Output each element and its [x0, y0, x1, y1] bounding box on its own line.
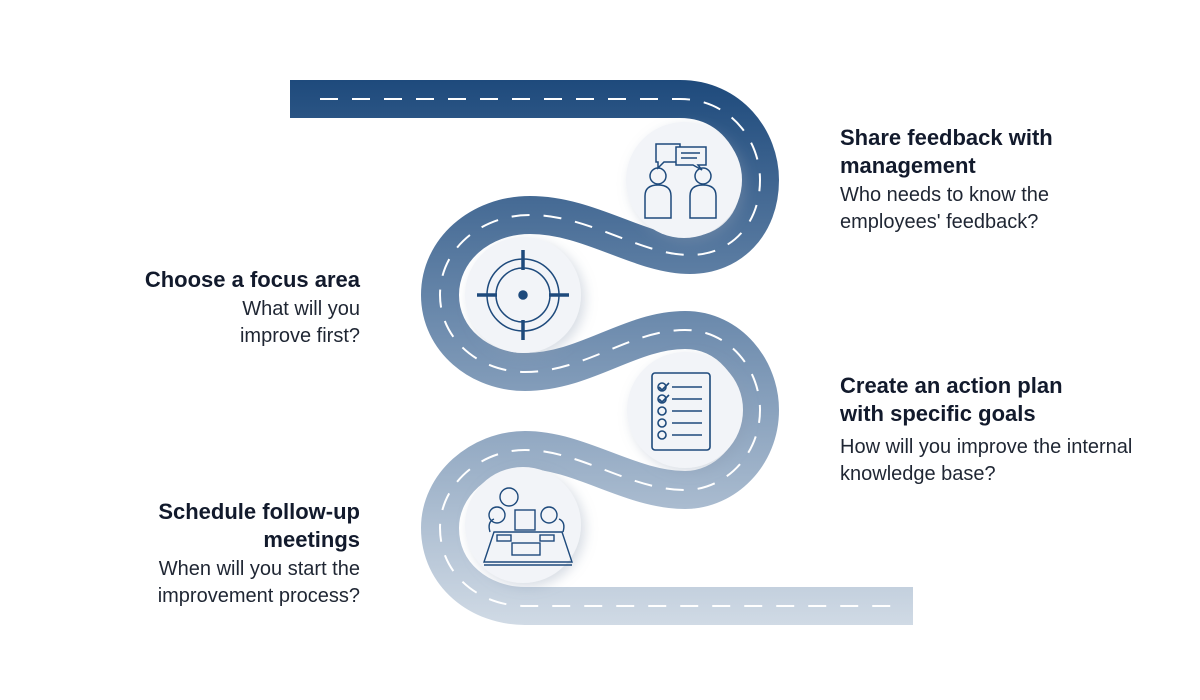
step-follow-up: Schedule follow-up meetings When will yo…: [60, 498, 360, 610]
step-description: When will you start the improvement proc…: [157, 558, 360, 607]
conversation-icon: [644, 143, 717, 219]
step-circle-4: [465, 467, 581, 583]
target-icon: [477, 250, 569, 340]
step-title: Schedule follow-up meetings: [158, 499, 360, 552]
road: [290, 80, 913, 625]
step-title: Share feedback with management: [840, 125, 1053, 178]
step-title: Choose a focus area: [144, 267, 360, 292]
step-circle-1: [626, 122, 742, 238]
step-description: What will you improve first?: [239, 298, 360, 347]
step-choose-focus: Choose a focus area What will you improv…: [60, 266, 360, 350]
step-title: Create an action plan with specific goal…: [840, 373, 1063, 426]
step-action-plan: Create an action plan with specific goal…: [840, 372, 1140, 488]
road-lane-markings: [320, 98, 895, 607]
step-description: Who needs to know the employees' feedbac…: [840, 184, 1050, 233]
step-description: How will you improve the internal knowle…: [840, 436, 1133, 485]
step-share-feedback: Share feedback with management Who needs…: [840, 124, 1140, 236]
meeting-icon: [483, 487, 573, 566]
step-circle-3: [627, 352, 743, 468]
checklist-icon: [651, 372, 711, 451]
